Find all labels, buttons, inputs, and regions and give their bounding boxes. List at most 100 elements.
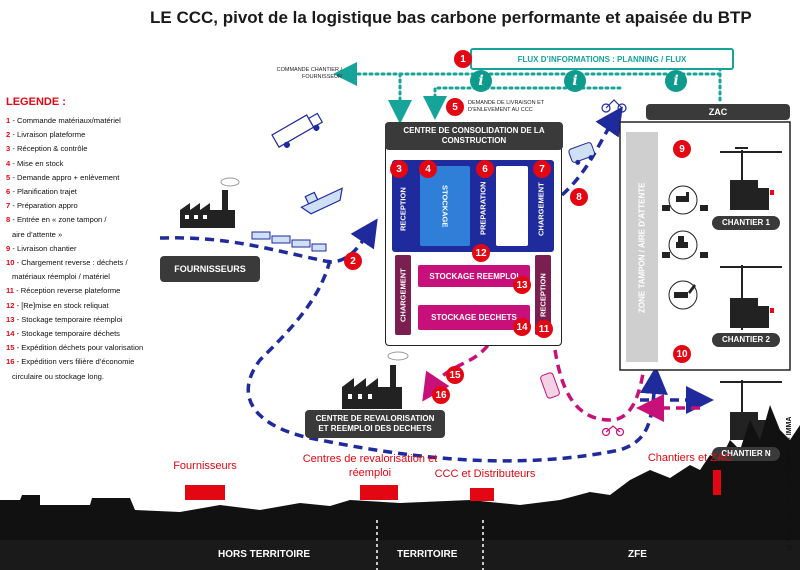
reverse-bike-icon: [601, 425, 625, 437]
legend-item: 2 - Livraison plateforme: [6, 128, 166, 142]
zone-reception: RECEPTION: [398, 187, 408, 232]
chantier-1-label: CHANTIER 1: [712, 216, 780, 230]
cargo-bike-icon: [601, 99, 627, 113]
legend-item: 16 - Expédition vers filière d’économie: [6, 355, 166, 369]
zone-stockage-reemploi: STOCKAGE REEMPLOI: [418, 265, 530, 287]
legend-item-text: - [Re]mise en stock reliquat: [14, 300, 109, 310]
legend-item-text: - Réception reverse plateforme: [14, 286, 121, 296]
zone-stockage-dechets: STOCKAGE DECHETS: [418, 305, 530, 330]
legend-item-number: 8: [6, 215, 11, 225]
legend-item-text: circulaire ou stockage long.: [12, 371, 105, 381]
information-flow-lines: [333, 62, 722, 124]
copyright-text: © Copyright - all rights reserved - IMMA: [786, 416, 793, 550]
legend-item-number: 10: [6, 258, 15, 268]
info-icon: i: [564, 70, 586, 92]
legend-item-number: 13: [6, 314, 15, 324]
step-badge: 2: [344, 252, 362, 270]
step-badge: 3: [390, 160, 408, 178]
legend-item-number: 16: [6, 357, 15, 367]
legend-item-text: - Livraison chantier: [10, 243, 77, 253]
legend-item-number: 6: [6, 187, 11, 197]
fournisseurs-factory-icon: [180, 177, 240, 228]
step-badge: 6: [476, 160, 494, 178]
legend-item: 3 - Réception & contrôle: [6, 142, 166, 156]
truck-icon: [271, 112, 324, 148]
legend-item: 1 - Commande matériaux/matériel: [6, 114, 166, 128]
legend-item: 7 - Préparation appro: [6, 199, 166, 213]
legend-item-number: 15: [6, 343, 15, 353]
legend-item-number: 3: [6, 144, 11, 154]
legend-item-number: 4: [6, 158, 11, 168]
legend-item-number: 11: [6, 286, 15, 296]
zone-tampon-label: ZONE TAMPON / AIRE D’ATTENTE: [637, 182, 647, 313]
step-badge: 16: [432, 386, 450, 404]
region-fournisseurs: Fournisseurs: [173, 460, 237, 472]
info-icon: i: [665, 70, 687, 92]
revalorisation-box: CENTRE DE REVALORISATION ET REEMPLOI DES…: [305, 410, 445, 438]
step-badge: 1: [454, 50, 472, 68]
legend-item: 6 - Planification trajet: [6, 185, 166, 199]
step-badge: 10: [673, 345, 691, 363]
pallet-icons: [662, 205, 708, 258]
legend-item: 15 - Expédition déchets pour valorisatio…: [6, 341, 166, 355]
legend-item-text: - Expédition vers filière d’économie: [14, 357, 135, 367]
legend-item-text: - Mise en stock: [10, 158, 64, 168]
legend-item: 8 - Entrée en « zone tampon /: [6, 213, 166, 227]
legend-item: 9 - Livraison chantier: [6, 242, 166, 256]
van-icon: [568, 142, 595, 165]
reverse-van-icon: [540, 372, 560, 399]
demande-label: DEMANDE DE LIVRAISON ET D’ENLEVEMENT AU …: [468, 100, 544, 113]
legend-item-number: 12: [6, 300, 15, 310]
legend-item-text: - Préparation appro: [10, 201, 78, 211]
legend-item-text: matériaux réemploi / matériel: [12, 272, 110, 282]
step-badge: 15: [446, 366, 464, 384]
chantier-n-label: CHANTIER N: [712, 447, 780, 461]
region-chantiers-zac: Chantiers et ZAC: [647, 452, 733, 464]
legend-item-number: 1: [6, 116, 11, 125]
step-badge: 4: [419, 160, 437, 178]
commande-label: COMMANDE CHANTIER / FOURNISSEUR: [276, 67, 342, 80]
flux-informations-box: FLUX D’INFORMATIONS : PLANNING / FLUX: [470, 48, 734, 70]
zone-chargement: CHARGEMENT: [536, 182, 546, 236]
boat-icon: [300, 187, 343, 215]
step-badge: 5: [446, 98, 464, 116]
step-badge: 11: [535, 320, 553, 338]
legend-item-text: - Expédition déchets pour valorisation: [14, 343, 144, 353]
fournisseurs-box: FOURNISSEURS: [160, 256, 260, 282]
legend-item: matériaux réemploi / matériel: [6, 270, 166, 284]
legend-item: 10 - Chargement reverse : déchets /: [6, 256, 166, 270]
legend-item-text: - Chargement reverse : déchets /: [14, 258, 128, 268]
legend-item-text: - Demande appro + enlèvement: [10, 172, 120, 182]
ccc-title: CENTRE DE CONSOLIDATION DE LA CONSTRUCTI…: [385, 122, 563, 150]
legend-heading: LEGENDE :: [6, 96, 66, 108]
region-revalorisation: Centres de revalorisation et réemploi: [302, 453, 438, 479]
zone-stockage: STOCKAGE: [420, 166, 470, 246]
skyline: [0, 405, 800, 540]
preparation-area: [496, 166, 528, 246]
legend-item-number: 14: [6, 329, 15, 339]
band-territoire: TERRITOIRE: [397, 549, 458, 560]
legend-item: 14 - Stockage temporaire déchets: [6, 327, 166, 341]
legend-item: 12 - [Re]mise en stock reliquat: [6, 299, 166, 313]
legend-item-text: - Planification trajet: [10, 187, 77, 197]
band-zfe: ZFE: [628, 549, 647, 560]
legend-item-text: aire d’attente »: [12, 229, 63, 239]
zone-chargement-reverse: CHARGEMENT: [395, 255, 411, 335]
revalorisation-factory-icon: [342, 351, 409, 409]
band-hors-territoire: HORS TERRITOIRE: [218, 549, 311, 560]
zone-tampon-vehicle-glyphs: [674, 192, 696, 298]
legend-item-number: 9: [6, 243, 11, 253]
step-badge: 9: [673, 140, 691, 158]
legend-item-number: 2: [6, 130, 11, 140]
chantier-2-label: CHANTIER 2: [712, 333, 780, 347]
ccc-upper-block: [392, 160, 554, 252]
legend-item-text: - Stockage temporaire déchets: [14, 329, 120, 339]
legend-item: 13 - Stockage temporaire réemploi: [6, 313, 166, 327]
legend-item: aire d’attente »: [6, 228, 166, 242]
legend-item-text: - Livraison plateforme: [10, 130, 86, 140]
train-icon: [251, 231, 327, 252]
legend-item-text: - Réception & contrôle: [10, 144, 88, 154]
zone-preparation: PREPARATION: [478, 181, 488, 235]
